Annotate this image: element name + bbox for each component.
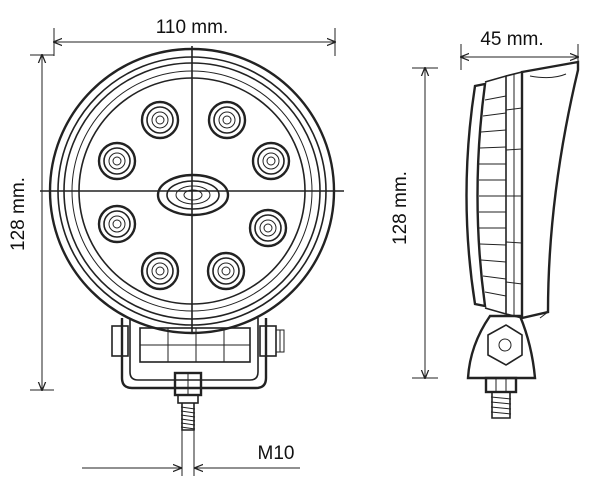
led-emitter	[251, 141, 291, 181]
front-width-dimension: 110 mm.	[54, 17, 335, 56]
led-emitter	[140, 251, 180, 291]
side-depth-label: 45 mm.	[480, 29, 543, 50]
front-view: 110 mm. 128 mm.	[8, 17, 344, 476]
led-emitter	[97, 204, 137, 244]
thread-dimension: M10	[82, 430, 300, 476]
front-mounting-bracket	[111, 318, 285, 390]
side-mounting-bolt	[484, 376, 518, 419]
front-height-dimension: 128 mm.	[8, 55, 54, 390]
front-width-label: 110 mm.	[156, 17, 229, 38]
thread-size-label: M10	[258, 443, 295, 464]
front-center-lines	[40, 46, 344, 333]
led-emitter	[207, 100, 247, 140]
side-depth-dimension: 45 mm.	[461, 29, 578, 70]
led-emitter	[206, 251, 246, 291]
front-mounting-bolt	[173, 371, 203, 431]
led-emitter	[140, 100, 180, 140]
side-view: 45 mm. 128 mm.	[390, 29, 580, 419]
led-emitter	[97, 141, 137, 181]
side-height-label: 128 mm.	[390, 171, 411, 245]
led-emitter	[248, 208, 288, 248]
front-height-label: 128 mm.	[8, 177, 29, 251]
front-bolt-thread	[180, 403, 196, 431]
side-height-dimension: 128 mm.	[390, 68, 438, 378]
front-center-badge	[156, 173, 230, 217]
front-led-array	[97, 100, 291, 291]
side-lamp-housing	[465, 60, 580, 320]
side-mounting-bracket	[466, 314, 537, 380]
